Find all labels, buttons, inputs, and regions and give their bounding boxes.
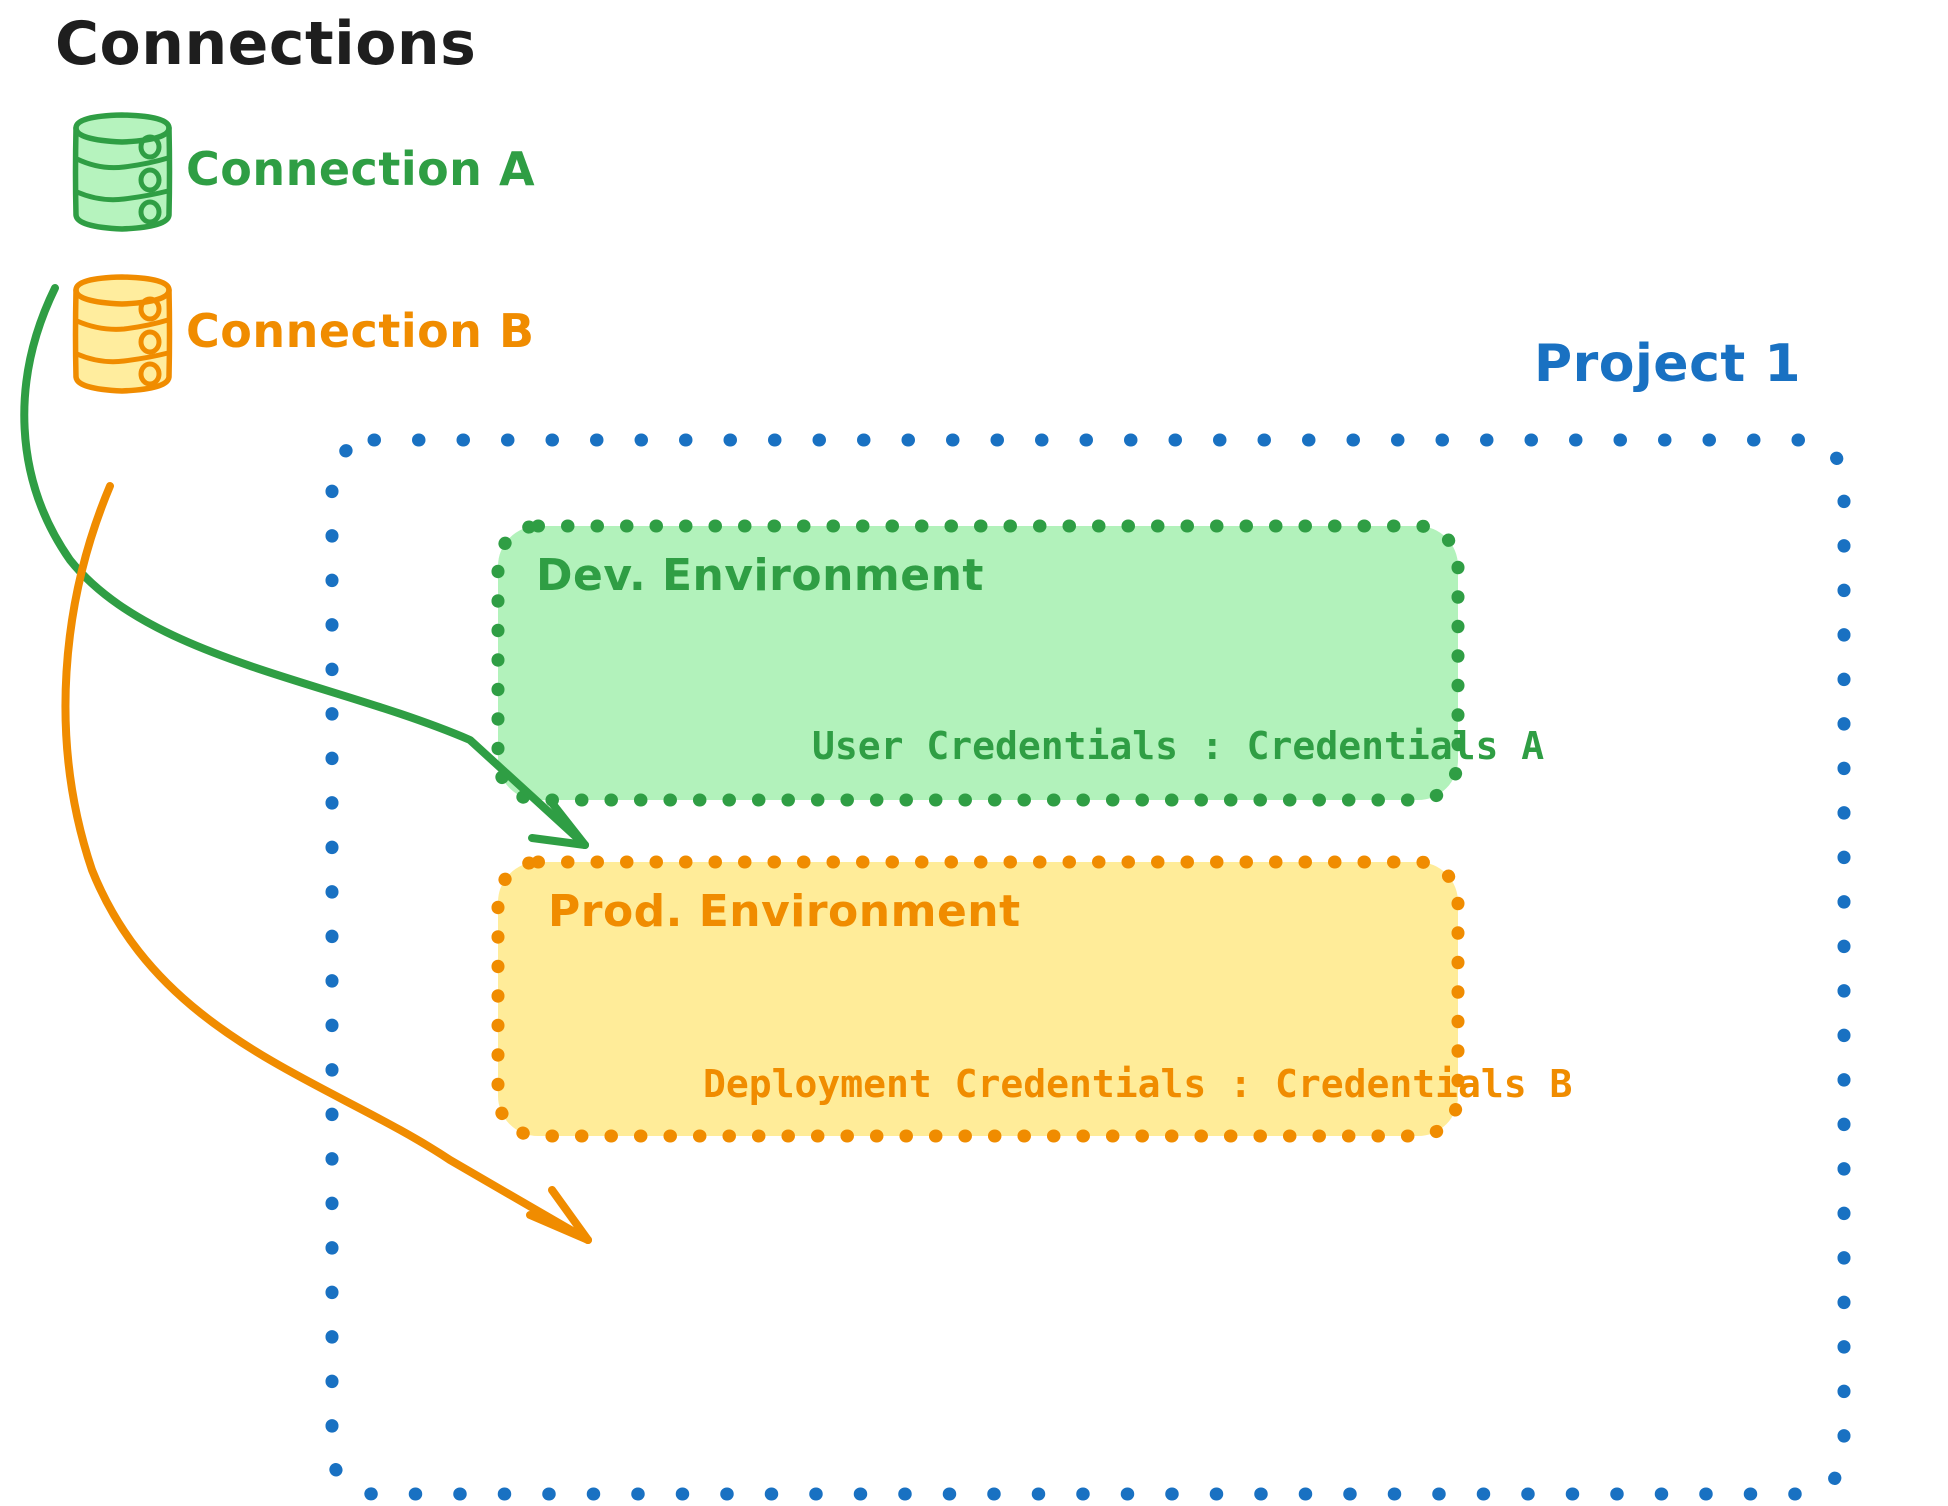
connection-a-database-icon[interactable] xyxy=(68,114,178,236)
cylinder-a-body xyxy=(72,125,173,232)
project-container-border[interactable] xyxy=(325,433,1851,1501)
cylinder-b-divider-1 xyxy=(74,317,171,332)
project-dotted-rect xyxy=(325,433,1851,1501)
prod-environment-dotted-border xyxy=(491,855,1465,1143)
prod-environment-credentials: Deployment Credentials : Credentials B xyxy=(703,1062,1573,1106)
arrow-b-head-upper xyxy=(548,1186,592,1244)
arrow-connection-b-to-prod xyxy=(61,482,592,1244)
dev-environment-dotted-border xyxy=(491,519,1465,807)
prod-environment-fill xyxy=(498,862,1458,1136)
cylinder-b-light-1 xyxy=(138,296,162,322)
arrow-a-head-lower xyxy=(528,834,589,849)
connection-a-label[interactable]: Connection A xyxy=(186,142,536,196)
cylinder-b-light-2 xyxy=(138,329,162,355)
prod-environment-container[interactable] xyxy=(494,858,1462,1140)
dev-environment-credentials: User Credentials : Credentials A xyxy=(812,724,1545,768)
cylinder-a-light-1 xyxy=(138,134,162,160)
cylinder-b-top xyxy=(73,274,172,307)
cylinder-a-top xyxy=(73,112,172,145)
arrow-b-head-lower xyxy=(526,1211,592,1244)
cylinder-b-divider-2 xyxy=(74,350,171,365)
dev-environment-title: Dev. Environment xyxy=(536,550,984,601)
arrow-a-head-upper xyxy=(548,799,589,849)
dev-environment-container[interactable] xyxy=(494,522,1462,804)
arrow-connection-a-to-dev xyxy=(20,284,589,849)
project-title-label: Project 1 xyxy=(1534,334,1802,394)
cylinder-a-light-2 xyxy=(138,167,162,193)
connection-b-database-icon[interactable] xyxy=(68,276,178,398)
database-cylinder-icon-a[interactable] xyxy=(72,112,173,232)
arrow-b-shaft xyxy=(61,482,592,1244)
page-title: Connections xyxy=(55,9,477,79)
dev-environment-fill xyxy=(498,526,1458,800)
cylinder-a-divider-2 xyxy=(74,188,171,203)
arrow-a-shaft xyxy=(20,284,589,849)
dev-environment-shape[interactable] xyxy=(491,519,1465,807)
prod-environment-title: Prod. Environment xyxy=(548,886,1021,937)
cylinder-a-light-3 xyxy=(138,199,162,225)
cylinder-a-divider-1 xyxy=(74,155,171,171)
connection-b-label[interactable]: Connection B xyxy=(186,304,535,358)
prod-environment-shape[interactable] xyxy=(491,855,1465,1143)
cylinder-b-light-3 xyxy=(138,361,162,387)
database-cylinder-icon-b[interactable] xyxy=(72,274,173,394)
cylinder-b-body xyxy=(72,287,173,394)
